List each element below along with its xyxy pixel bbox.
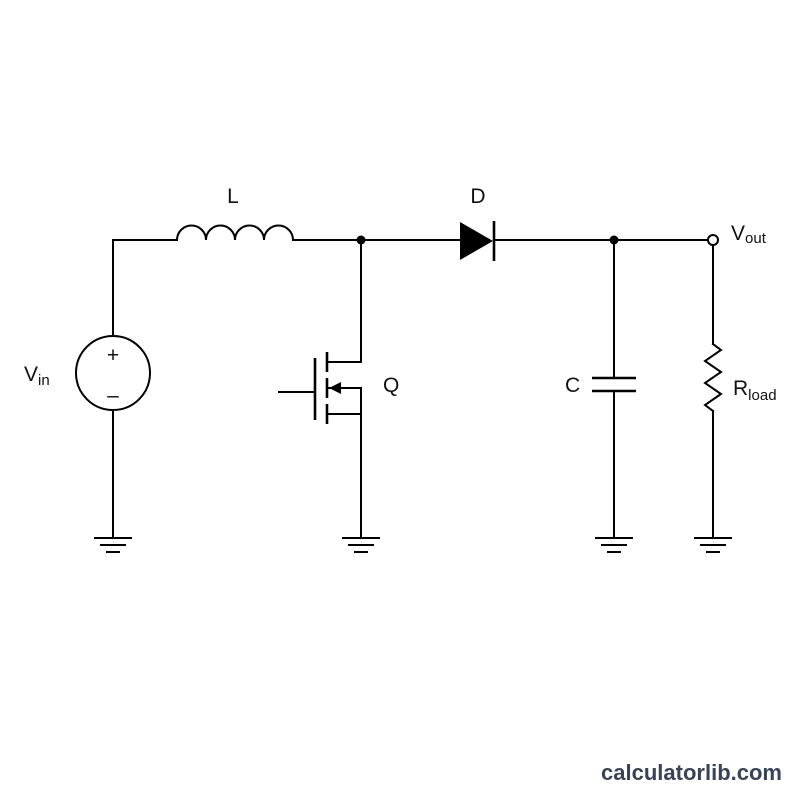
source-minus-sign: – — [107, 384, 119, 407]
input-label: Vin — [24, 363, 50, 389]
load-label: Rload — [733, 377, 777, 404]
diode-label: D — [470, 185, 485, 208]
wire-vin-to-inductor — [112, 239, 178, 337]
inductor-coil — [175, 224, 295, 242]
capacitor-label: C — [565, 374, 580, 397]
site-watermark: calculatorlib.com — [601, 760, 782, 785]
output-terminal — [707, 234, 719, 246]
mosfet-body-arrow — [329, 382, 341, 394]
ground-symbol-source — [94, 537, 132, 553]
source-plus-sign: + — [107, 344, 119, 367]
inductor-label: L — [227, 185, 239, 208]
diode-symbol — [460, 222, 493, 260]
output-label: Vout — [731, 222, 767, 247]
ground-symbol-switch — [342, 537, 380, 553]
resistor-zigzag — [703, 342, 723, 413]
wire-node-to-drain — [326, 239, 362, 363]
ground-symbol-capacitor — [595, 537, 633, 553]
switch-label: Q — [383, 374, 399, 397]
ground-symbol-load — [694, 537, 732, 553]
